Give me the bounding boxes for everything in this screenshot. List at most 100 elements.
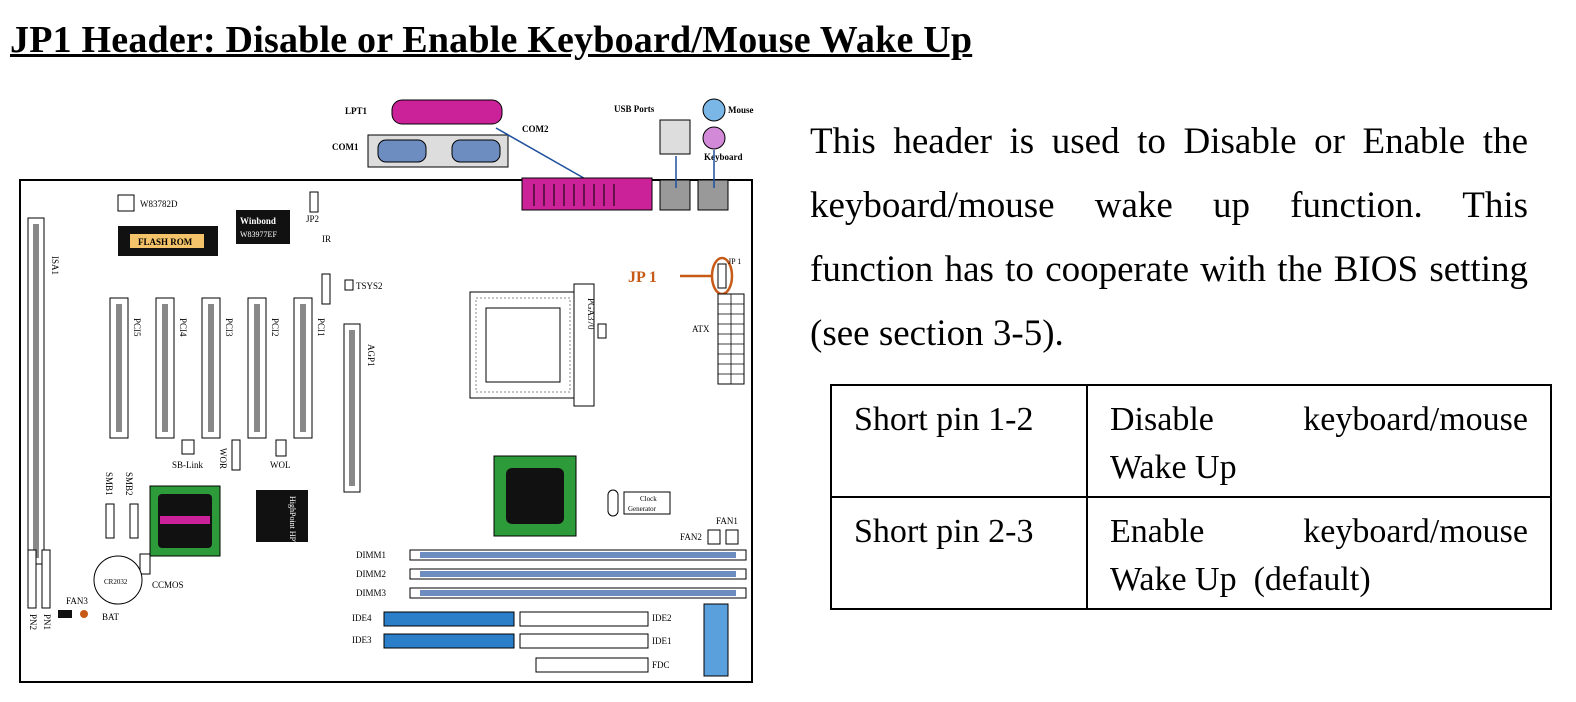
w83977ef-label: W83977EF bbox=[240, 230, 277, 239]
table-row: Short pin 1-2 Disable keyboard/mouse Wak… bbox=[830, 384, 1552, 498]
keyboard-label: Keyboard bbox=[704, 152, 743, 162]
sb-link-label: SB-Link bbox=[172, 460, 204, 470]
table-row: Short pin 2-3 Enable keyboard/mouse Wake… bbox=[830, 496, 1552, 610]
wor-label: WOR bbox=[218, 448, 228, 469]
ir-label: IR bbox=[322, 234, 331, 244]
smb2-header bbox=[129, 503, 139, 539]
agp1-label: AGP1 bbox=[366, 344, 376, 367]
com2-label: COM2 bbox=[522, 124, 549, 134]
pci3-label: PCI3 bbox=[224, 318, 234, 337]
keyboard-port bbox=[702, 126, 726, 150]
usb-header bbox=[659, 179, 691, 211]
fdc-label: FDC bbox=[652, 660, 670, 670]
jp1-small-label: JP 1 bbox=[728, 257, 741, 266]
smb1-header bbox=[105, 503, 115, 539]
description-paragraph: This header is used to Disable or Enable… bbox=[810, 121, 1528, 354]
ps2-header bbox=[697, 179, 729, 211]
jp1-callout: JP 1 bbox=[628, 269, 657, 286]
wol-label: WOL bbox=[270, 460, 291, 470]
pci4-label: PCI4 bbox=[178, 318, 188, 337]
clock-generator-label: Generator bbox=[628, 505, 657, 513]
hpt370-label: HighPoint HPT 370 bbox=[288, 496, 297, 560]
action-cell: Enable keyboard/mouse Wake Up (default) bbox=[1086, 496, 1552, 610]
fan1-label: FAN1 bbox=[716, 516, 738, 526]
tsys2-header bbox=[344, 279, 354, 291]
action-line: Wake Up (default) bbox=[1110, 561, 1371, 598]
wol-header bbox=[275, 439, 287, 457]
page-title: JP1 Header: Disable or Enable Keyboard/M… bbox=[10, 19, 973, 61]
smb2-label: SMB2 bbox=[124, 472, 134, 496]
hpt370-chip bbox=[256, 490, 308, 542]
pci2-label: PCI2 bbox=[270, 318, 280, 337]
pn1-header bbox=[41, 549, 51, 609]
fan3-marker bbox=[80, 610, 88, 618]
ide4-connector bbox=[383, 611, 515, 627]
ide3-label: IDE3 bbox=[352, 635, 372, 645]
pci1-label: PCI1 bbox=[316, 318, 326, 337]
fan1-header bbox=[725, 529, 739, 545]
com1-port bbox=[377, 139, 427, 163]
pga370-label: PGA370 bbox=[586, 298, 596, 330]
fan2-header bbox=[707, 529, 721, 545]
winbond-label: Winbond bbox=[240, 216, 276, 226]
dimm1-label: DIMM1 bbox=[356, 550, 386, 560]
ccmos-jumper bbox=[139, 553, 151, 575]
pci-slots bbox=[109, 297, 313, 439]
ide1-label: IDE1 bbox=[652, 636, 672, 646]
ir-header bbox=[321, 273, 331, 305]
dimm2-label: DIMM2 bbox=[356, 569, 386, 579]
battery bbox=[93, 555, 143, 605]
w83782d-chip bbox=[117, 194, 135, 212]
w83782d-label: W83782D bbox=[140, 199, 178, 209]
clock-label: Clock bbox=[640, 495, 657, 503]
action-line: Disable keyboard/mouse bbox=[1110, 401, 1528, 438]
sb-link-header bbox=[181, 439, 195, 455]
jumper-settings-table: Short pin 1-2 Disable keyboard/mouse Wak… bbox=[830, 384, 1552, 610]
dimm3-label: DIMM3 bbox=[356, 588, 387, 598]
isa1-label: ISA1 bbox=[50, 256, 60, 275]
socket-lever bbox=[573, 283, 595, 407]
pn2-label: PN2 bbox=[28, 614, 38, 630]
fan3-label: FAN3 bbox=[66, 596, 88, 606]
setting-cell: Short pin 1-2 bbox=[830, 384, 1088, 498]
bat-label: BAT bbox=[102, 612, 120, 622]
ide3-connector bbox=[383, 633, 515, 649]
fan3-header bbox=[58, 610, 72, 618]
ide2-label: IDE2 bbox=[652, 613, 672, 623]
ccmos-label: CCMOS bbox=[152, 580, 184, 590]
ide4-label: IDE4 bbox=[352, 613, 372, 623]
action-cell: Disable keyboard/mouse Wake Up bbox=[1086, 384, 1552, 498]
atx-label: ATX bbox=[692, 324, 710, 334]
fdc-connector bbox=[535, 657, 649, 673]
action-line: Enable keyboard/mouse bbox=[1110, 513, 1528, 550]
wor-header bbox=[231, 439, 241, 471]
jp1-header bbox=[717, 263, 727, 289]
winbond-chip bbox=[236, 210, 290, 244]
com2-port bbox=[451, 139, 501, 163]
clock-generator bbox=[607, 489, 619, 517]
com1-label: COM1 bbox=[332, 142, 359, 152]
lpt1-port bbox=[391, 99, 503, 125]
ide1-connector bbox=[519, 633, 649, 649]
mouse-label: Mouse bbox=[728, 105, 754, 115]
usb-label: USB Ports bbox=[614, 104, 655, 114]
motherboard-layout-diagram: LPT1 COM1 COM2 USB Ports Mouse Keyboard … bbox=[19, 98, 754, 683]
flash-rom-label: FLASH ROM bbox=[138, 237, 193, 247]
action-line: Wake Up bbox=[1110, 449, 1237, 486]
pn1-label: PN1 bbox=[42, 614, 52, 630]
jp2-label: JP2 bbox=[306, 214, 319, 224]
tsys2-label: TSYS2 bbox=[356, 281, 383, 291]
battery-model: CR2032 bbox=[104, 578, 128, 586]
parallel-header bbox=[521, 177, 653, 211]
jp2-header bbox=[309, 191, 319, 213]
smb1-label: SMB1 bbox=[104, 472, 114, 496]
pci5-label: PCI5 bbox=[132, 318, 142, 337]
setting-cell: Short pin 2-3 bbox=[830, 496, 1088, 610]
usb-port-stack bbox=[659, 119, 691, 155]
pn2-header bbox=[27, 549, 37, 609]
dip-switch bbox=[703, 603, 729, 677]
mouse-port bbox=[702, 98, 726, 122]
lpt1-label: LPT1 bbox=[345, 106, 368, 116]
ide2-connector bbox=[519, 611, 649, 627]
fan2-label: FAN2 bbox=[680, 532, 702, 542]
